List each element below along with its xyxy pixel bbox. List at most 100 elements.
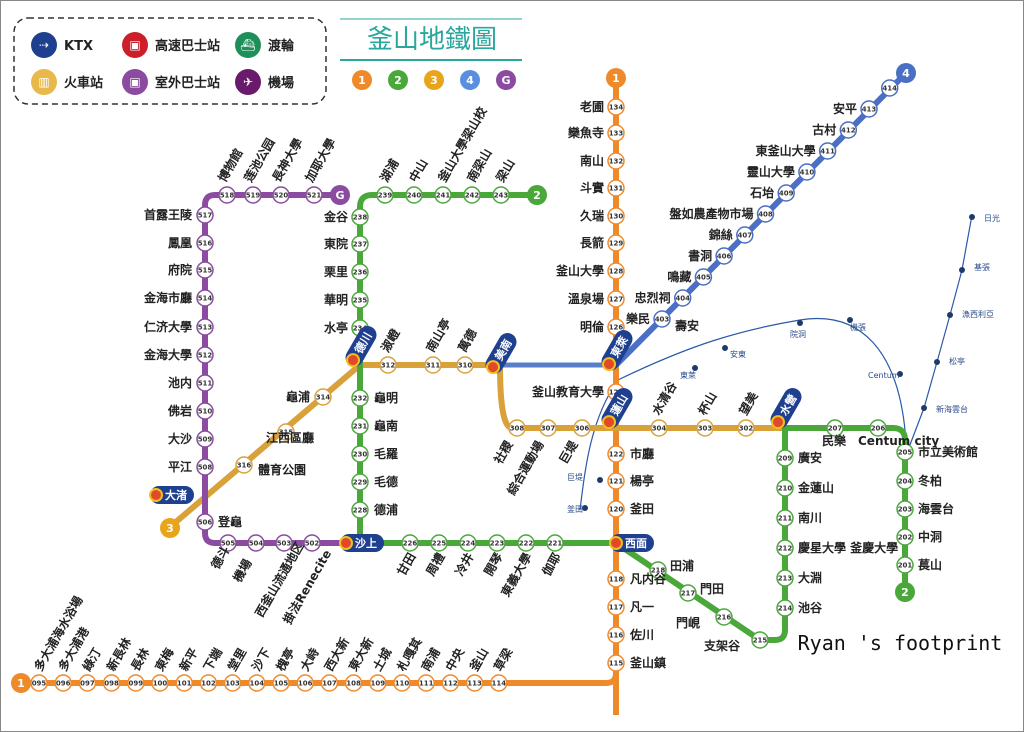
station-310: 310 [456, 356, 474, 374]
station-label: 中山 [406, 156, 431, 184]
station-label: 綠汀 [79, 645, 104, 673]
station-label: 首露王陵 [144, 207, 193, 222]
svg-text:312: 312 [381, 362, 396, 370]
train-icon: ▥火車站 [31, 69, 103, 95]
station-label: 淑嶝 [378, 325, 403, 354]
svg-text:308: 308 [510, 425, 525, 433]
station-217: 217 [679, 584, 697, 602]
svg-text:520: 520 [274, 192, 289, 200]
svg-text:120: 120 [609, 506, 624, 514]
svg-text:307: 307 [541, 425, 556, 433]
svg-text:G: G [335, 189, 344, 202]
svg-text:G: G [501, 74, 510, 87]
station-label: 樂民 [625, 311, 650, 326]
svg-text:224: 224 [461, 540, 476, 548]
station-label: 釜山鎮 [629, 655, 666, 670]
station-236: 236 [351, 263, 369, 281]
svg-text:240: 240 [407, 192, 422, 200]
line2-track [357, 192, 908, 643]
station-097: 097 [78, 674, 97, 692]
express-bus-icon: ▣高速巴士站 [122, 32, 220, 58]
svg-text:098: 098 [104, 680, 119, 688]
legend-label: 機場 [268, 75, 294, 91]
station-224: 224 [459, 534, 477, 552]
svg-text:316: 316 [237, 462, 252, 470]
station-label: 釜山教育大學 [531, 384, 604, 399]
station-513: 513 [196, 318, 214, 336]
transfer-stations: 德川美南東萊蓮山水營大渚沙上西面 [149, 326, 802, 552]
station-label: 栗里 [324, 264, 348, 279]
svg-text:115: 115 [609, 660, 624, 668]
svg-text:✈: ✈ [243, 75, 253, 89]
svg-text:310: 310 [458, 362, 473, 370]
station-label: 草梁 [490, 645, 515, 673]
station-213: 213 [776, 569, 794, 587]
station-215: 215 [751, 631, 769, 649]
station-label: 老圃 [580, 99, 604, 114]
station-label: 龜明 [374, 390, 398, 405]
svg-text:209: 209 [778, 455, 793, 463]
lineG-track [202, 192, 345, 546]
svg-text:302: 302 [739, 425, 754, 433]
svg-text:304: 304 [652, 425, 667, 433]
svg-text:409: 409 [779, 190, 794, 198]
station-label: 毛羅 [374, 446, 398, 461]
station-221: 221 [546, 534, 564, 552]
station-label: 機場 [230, 556, 255, 584]
east-line-stop [947, 312, 953, 318]
station-230: 230 [351, 445, 369, 463]
svg-text:214: 214 [778, 605, 793, 613]
station-218: 218 [649, 561, 667, 579]
svg-text:213: 213 [778, 575, 793, 583]
station-518: 518 [218, 186, 236, 204]
svg-text:4: 4 [902, 67, 910, 80]
svg-text:517: 517 [198, 212, 213, 220]
svg-text:207: 207 [828, 425, 843, 433]
line-badge-2: 2 [388, 70, 408, 90]
svg-text:510: 510 [198, 408, 213, 416]
station-303: 303 [696, 419, 714, 437]
station-label: 湖浦 [377, 156, 402, 184]
station-229: 229 [351, 473, 369, 491]
transfer-station: 沙上 [339, 534, 384, 552]
east-line-stop [847, 317, 853, 323]
station-label: 金海市廳 [143, 290, 192, 305]
svg-text:105: 105 [274, 680, 289, 688]
svg-text:201: 201 [898, 562, 913, 570]
east-line-label: 漁西利亞 [962, 309, 994, 319]
svg-text:243: 243 [494, 192, 509, 200]
station-308: 308 [508, 419, 526, 437]
east-line-stop [597, 477, 603, 483]
svg-text:110: 110 [395, 680, 410, 688]
station-label: 釜山 [466, 645, 491, 674]
station-405: 405 [694, 268, 713, 286]
station-110: 110 [393, 674, 411, 692]
svg-text:514: 514 [198, 295, 213, 303]
station-label: 市廳 [630, 446, 654, 461]
station-label: 慶星大學 釜慶大學 [798, 540, 898, 555]
station-label: 新平 [176, 645, 201, 673]
svg-text:414: 414 [882, 85, 897, 93]
station-label: 華明 [324, 292, 348, 307]
svg-text:3: 3 [430, 74, 438, 87]
svg-text:411: 411 [820, 148, 835, 156]
svg-text:502: 502 [305, 540, 320, 548]
svg-text:521: 521 [307, 192, 322, 200]
station-098: 098 [102, 674, 121, 692]
station-117: 117 [607, 598, 625, 616]
svg-text:406: 406 [717, 253, 732, 261]
station-label: 江西區廳 [266, 430, 314, 445]
station-517: 517 [196, 206, 214, 224]
svg-text:216: 216 [717, 614, 732, 622]
svg-text:128: 128 [609, 268, 624, 276]
svg-text:405: 405 [696, 274, 711, 282]
transfer-station: 德川 [345, 326, 377, 368]
station-404: 404 [673, 289, 692, 307]
east-line-label: 機張 [850, 322, 866, 332]
svg-text:506: 506 [198, 519, 213, 527]
station-label: 大淵 [798, 570, 822, 585]
station-label: 支架谷 [703, 638, 741, 653]
station-111: 111 [417, 674, 435, 692]
svg-text:2: 2 [394, 74, 402, 87]
